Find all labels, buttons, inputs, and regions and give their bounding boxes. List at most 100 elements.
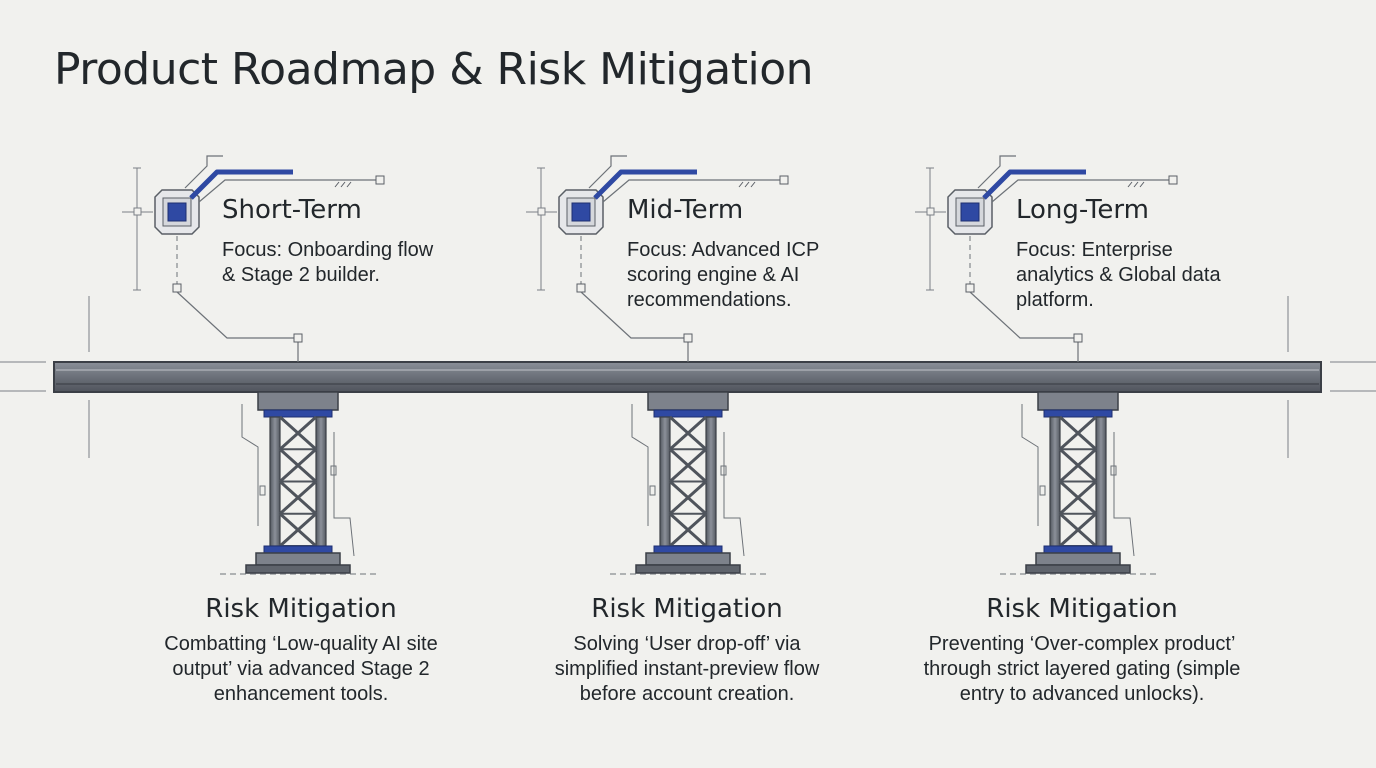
node-trace-outline: [184, 155, 223, 189]
pillar-base-band: [263, 545, 333, 554]
pillar-cap: [1037, 391, 1119, 411]
risk-line: simplified instant-preview flow: [554, 658, 820, 680]
risk-desc-long-term: Preventing ‘Over-complex product’ throug…: [892, 632, 1272, 707]
pillar-3: [1000, 391, 1156, 575]
node-chip-core: [571, 202, 591, 222]
focus-line: & Stage 2 builder.: [222, 264, 380, 286]
pillar-annotation: [241, 404, 259, 526]
phase-node-1: [122, 155, 385, 362]
pillar-cap-band: [263, 409, 333, 418]
phase-title-mid-term: Mid-Term: [627, 195, 744, 225]
risk-title-mid-term: Risk Mitigation: [591, 594, 783, 624]
phase-node-2: [526, 155, 789, 362]
pillar-column: [659, 416, 671, 547]
pillar-annotation: [1021, 404, 1039, 526]
focus-line: platform.: [1016, 289, 1094, 311]
page-title: Product Roadmap & Risk Mitigation: [54, 44, 814, 95]
phase-focus-long-term: Focus: Enterprise analytics & Global dat…: [1016, 238, 1276, 313]
pillar-cap: [257, 391, 339, 411]
focus-line: analytics & Global data: [1016, 264, 1221, 286]
phase-node-3: [915, 155, 1178, 362]
pillar-annotation-mark: [1039, 485, 1046, 496]
node-trace-terminal: [375, 175, 385, 185]
pillar-annotation: [631, 404, 649, 526]
node-trace-outline: [602, 179, 784, 203]
phase-focus-short-term: Focus: Onboarding flow & Stage 2 builder…: [222, 238, 482, 288]
phase-focus-mid-term: Focus: Advanced ICP scoring engine & AI …: [627, 238, 887, 313]
node-trace: [982, 169, 1086, 200]
support-pillars: [220, 391, 1156, 575]
node-trace-hatch: [738, 181, 756, 188]
risk-line: enhancement tools.: [213, 683, 389, 705]
node-connector: [176, 291, 299, 362]
phase-nodes: [122, 155, 1178, 362]
node-connector-box: [1073, 333, 1083, 343]
pillar-column: [1049, 416, 1061, 547]
risk-line: Solving ‘User drop-off’ via: [573, 633, 801, 655]
pillar-annotation: [333, 432, 355, 557]
node-connector: [580, 291, 689, 362]
node-trace: [593, 169, 697, 200]
pillar-base-band: [1043, 545, 1113, 554]
pillar-brace: [668, 448, 708, 483]
risk-line: through strict layered gating (simple: [923, 658, 1241, 680]
node-trace-terminal: [779, 175, 789, 185]
pillar-2: [610, 391, 766, 575]
pillar-base-band: [653, 545, 723, 554]
node-stem-box: [576, 283, 586, 293]
pillar-base: [1035, 552, 1121, 566]
pillar-brace: [668, 480, 708, 515]
pillar-base: [255, 552, 341, 566]
pillar-brace: [278, 448, 318, 483]
risk-line: before account creation.: [579, 683, 795, 705]
pillar-1: [220, 391, 376, 575]
risk-line: output’ via advanced Stage 2: [172, 658, 430, 680]
node-chip-core: [960, 202, 980, 222]
node-trace-outline: [588, 155, 627, 189]
pillar-brace: [1058, 448, 1098, 483]
pillar-column: [269, 416, 281, 547]
phase-title-short-term: Short-Term: [222, 195, 362, 225]
pillar-brace: [1058, 480, 1098, 515]
node-trace-outline: [991, 179, 1173, 203]
pillar-brace: [278, 512, 318, 548]
pillar-column: [315, 416, 327, 547]
beam-extension-lines: [0, 296, 1376, 458]
pillar-column: [1095, 416, 1107, 547]
node-trace-terminal: [1168, 175, 1178, 185]
node-connector-box: [683, 333, 693, 343]
pillar-brace: [1058, 512, 1098, 548]
pillar-annotation-mark: [330, 465, 337, 476]
node-dimension-box: [537, 207, 546, 216]
node-trace-hatch: [334, 181, 352, 188]
node-trace: [189, 169, 293, 200]
node-connector-box: [293, 333, 303, 343]
focus-line: scoring engine & AI: [627, 264, 800, 286]
pillar-annotation-mark: [649, 485, 656, 496]
pillar-annotation: [723, 432, 745, 557]
pillar-annotation-mark: [720, 465, 727, 476]
pillar-footing: [1025, 564, 1131, 574]
pillar-brace: [1058, 415, 1098, 451]
node-stem-box: [965, 283, 975, 293]
node-connector: [969, 291, 1079, 362]
node-dimension-box: [926, 207, 935, 216]
focus-line: Focus: Enterprise: [1016, 239, 1173, 261]
pillar-annotation: [1113, 432, 1135, 557]
risk-title-short-term: Risk Mitigation: [205, 594, 397, 624]
node-stem-box: [172, 283, 182, 293]
pillar-base: [645, 552, 731, 566]
focus-line: recommendations.: [627, 289, 792, 311]
pillar-cap-band: [653, 409, 723, 418]
pillar-footing: [245, 564, 351, 574]
phase-title-long-term: Long-Term: [1016, 195, 1149, 225]
pillar-brace: [278, 415, 318, 451]
node-trace-outline: [977, 155, 1016, 189]
risk-line: Preventing ‘Over-complex product’: [928, 633, 1236, 655]
pillar-footing: [635, 564, 741, 574]
risk-line: Combatting ‘Low-quality AI site: [164, 633, 438, 655]
risk-title-long-term: Risk Mitigation: [986, 594, 1178, 624]
pillar-brace: [668, 512, 708, 548]
pillar-cap-band: [1043, 409, 1113, 418]
